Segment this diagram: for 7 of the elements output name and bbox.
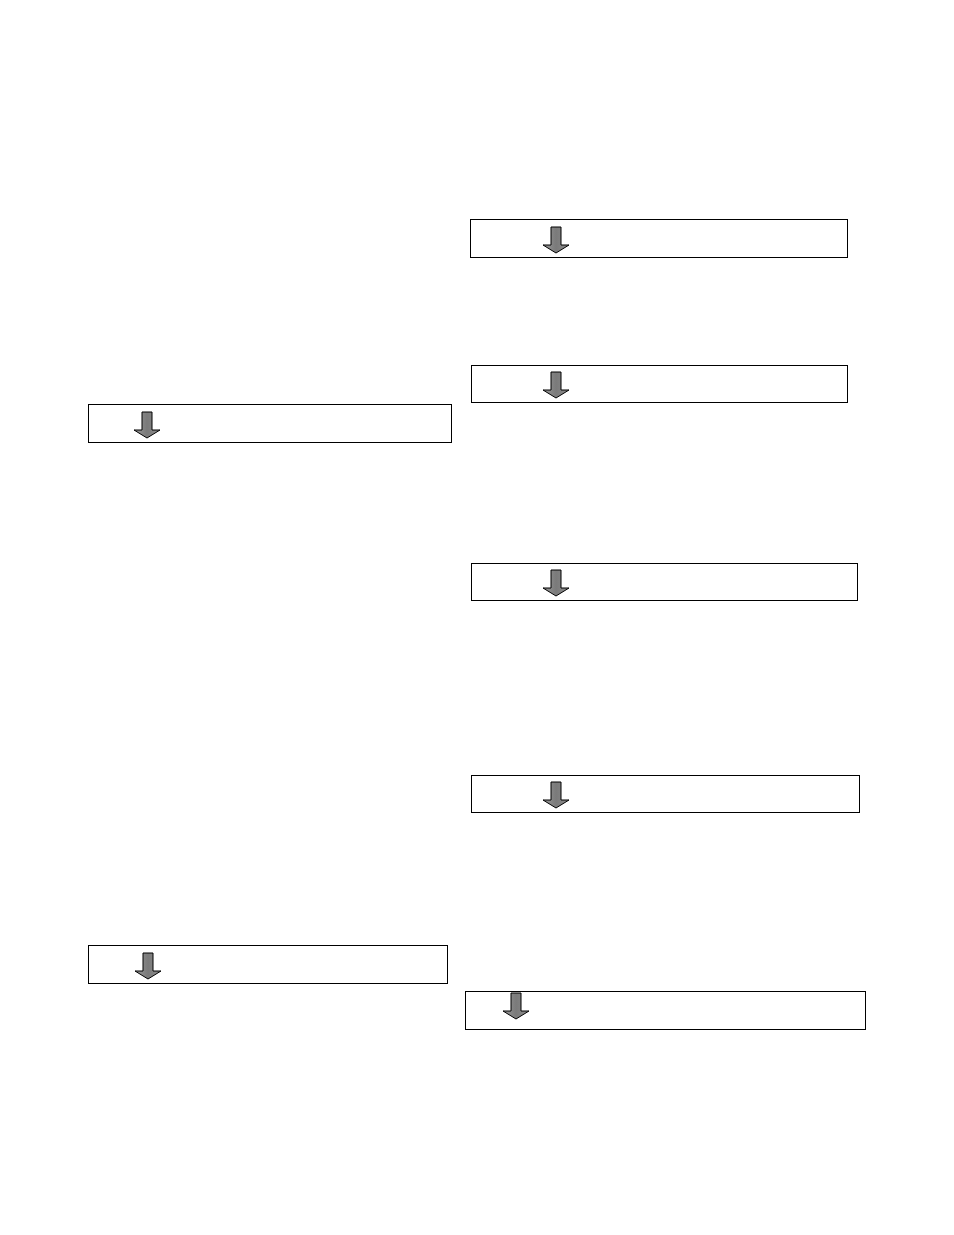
empty-box [88,945,448,984]
empty-box [470,219,848,258]
empty-box [465,991,866,1030]
empty-box [471,365,848,403]
empty-box [88,404,452,443]
empty-box [471,775,860,813]
empty-box [471,563,858,601]
